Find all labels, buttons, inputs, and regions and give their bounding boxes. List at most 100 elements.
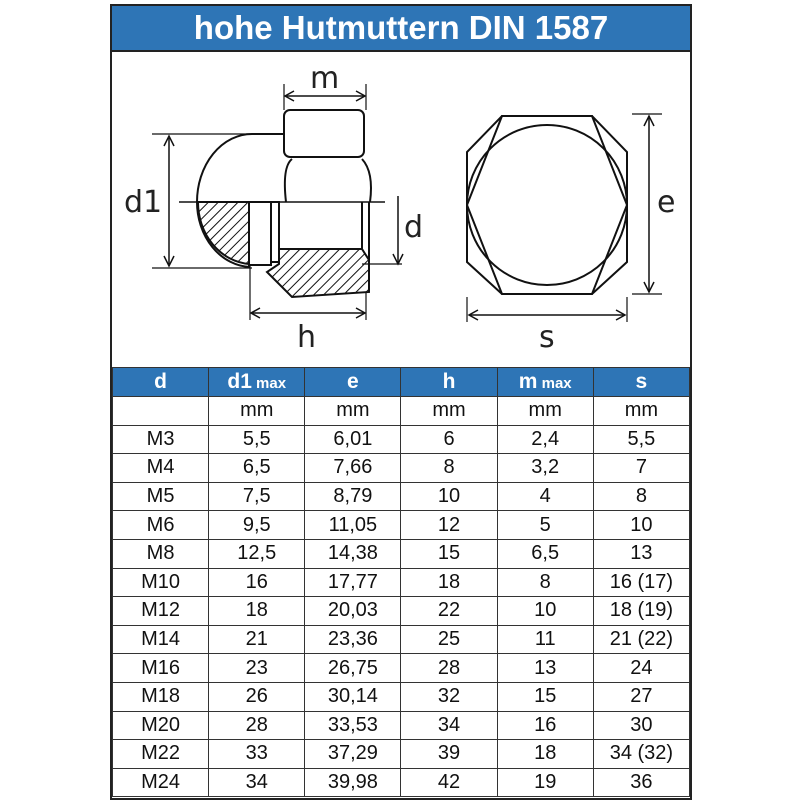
header-label: d bbox=[154, 370, 167, 393]
table-cell: 18 bbox=[208, 596, 306, 626]
table-cell: M10 bbox=[111, 567, 210, 598]
table-cell: 34 bbox=[208, 767, 306, 798]
technical-drawing: m d1 d h e s bbox=[124, 61, 675, 355]
table-cell: 36 bbox=[592, 767, 691, 798]
table-cell: 6 bbox=[400, 424, 498, 455]
table-cell: 33 bbox=[208, 739, 306, 769]
table-cell: 34 (32) bbox=[592, 739, 691, 769]
header-qualifier: max bbox=[537, 375, 572, 392]
label-e: e bbox=[657, 185, 675, 220]
table-cell: 6,5 bbox=[208, 453, 306, 483]
table-cell: 16 bbox=[496, 710, 594, 741]
table-cell: 15 bbox=[400, 538, 498, 569]
header-label: d1 bbox=[227, 370, 252, 393]
table-cell: 23,36 bbox=[304, 624, 402, 655]
table-cell: 5,5 bbox=[208, 424, 306, 455]
label-d: d bbox=[404, 210, 423, 245]
column-header: d1 max bbox=[208, 367, 306, 397]
table-cell: 37,29 bbox=[304, 739, 402, 769]
table-cell: 2,4 bbox=[496, 424, 594, 455]
table-cell: 34 bbox=[400, 710, 498, 741]
table-cell: M24 bbox=[111, 767, 210, 798]
unit-cell: mm bbox=[496, 396, 594, 426]
label-s: s bbox=[539, 320, 555, 355]
header-label: e bbox=[347, 370, 359, 393]
table-cell: 18 bbox=[400, 567, 498, 598]
table-cell: 18 (19) bbox=[592, 596, 691, 626]
table-cell: M20 bbox=[111, 710, 210, 741]
table-cell: 28 bbox=[208, 710, 306, 741]
unit-cell: mm bbox=[208, 396, 306, 426]
table-cell: 27 bbox=[592, 681, 691, 712]
table-cell: M16 bbox=[111, 653, 210, 683]
table-cell: 30 bbox=[592, 710, 691, 741]
table-cell: M12 bbox=[111, 596, 210, 626]
column-header: e bbox=[304, 367, 402, 397]
table-cell: 8 bbox=[400, 453, 498, 483]
label-d1: d1 bbox=[124, 185, 162, 220]
table-cell: 16 bbox=[208, 567, 306, 598]
table-cell: 18 bbox=[496, 739, 594, 769]
table-cell: 8 bbox=[592, 481, 691, 512]
unit-cell bbox=[111, 396, 210, 426]
column-header: d bbox=[111, 367, 210, 397]
table-cell: M18 bbox=[111, 681, 210, 712]
table-cell: 15 bbox=[496, 681, 594, 712]
table-cell: 19 bbox=[496, 767, 594, 798]
table-cell: 39 bbox=[400, 739, 498, 769]
column-header: s bbox=[592, 367, 691, 397]
header-label: s bbox=[635, 370, 648, 393]
table-cell: 21 (22) bbox=[592, 624, 691, 655]
table-cell: 10 bbox=[496, 596, 594, 626]
table-cell: 10 bbox=[400, 481, 498, 512]
table-cell: M8 bbox=[111, 538, 210, 569]
table-cell: 22 bbox=[400, 596, 498, 626]
table-cell: 10 bbox=[592, 510, 691, 540]
table-cell: 32 bbox=[400, 681, 498, 712]
table-cell: 24 bbox=[592, 653, 691, 683]
table-cell: 42 bbox=[400, 767, 498, 798]
table-cell: 4 bbox=[496, 481, 594, 512]
table-cell: 5 bbox=[496, 510, 594, 540]
page-title: hohe Hutmuttern DIN 1587 bbox=[112, 6, 690, 52]
table-cell: 6,01 bbox=[304, 424, 402, 455]
table-cell: 9,5 bbox=[208, 510, 306, 540]
table-cell: 20,03 bbox=[304, 596, 402, 626]
column-header: m max bbox=[496, 367, 594, 397]
table-cell: M14 bbox=[111, 624, 210, 655]
header-label: m bbox=[518, 370, 538, 393]
table-cell: 16 (17) bbox=[592, 567, 691, 598]
table-cell: 7 bbox=[592, 453, 691, 483]
side-view bbox=[152, 84, 404, 320]
top-view bbox=[465, 113, 662, 322]
table-cell: M22 bbox=[111, 739, 210, 769]
table-cell: 28 bbox=[400, 653, 498, 683]
unit-cell: mm bbox=[304, 396, 402, 426]
table-cell: 8 bbox=[496, 567, 594, 598]
unit-cell: mm bbox=[400, 396, 498, 426]
table-cell: 5,5 bbox=[592, 424, 691, 455]
table-cell: M4 bbox=[111, 453, 210, 483]
label-h: h bbox=[297, 320, 316, 355]
column-header: h bbox=[400, 367, 498, 397]
table-cell: 11 bbox=[496, 624, 594, 655]
table-cell: 39,98 bbox=[304, 767, 402, 798]
table-cell: 13 bbox=[592, 538, 691, 569]
table-cell: M6 bbox=[111, 510, 210, 540]
table-cell: 12,5 bbox=[208, 538, 306, 569]
table-cell: 23 bbox=[208, 653, 306, 683]
